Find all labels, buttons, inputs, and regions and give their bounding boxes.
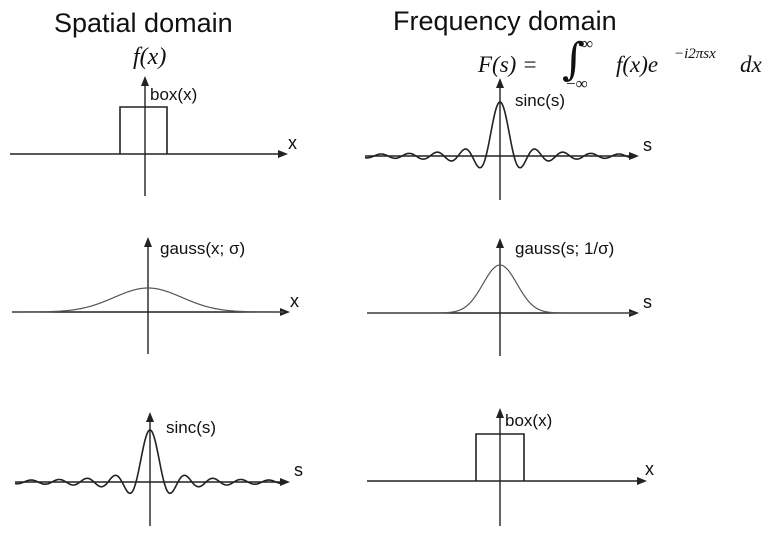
plot-label: gauss(x; σ) [160,239,245,258]
x-axis-arrow [637,477,647,485]
fourier-transform-formula: F(s) = ∫ ∞ −∞ f(x)e −i2πsx dx [478,34,768,96]
y-axis-arrow [496,78,504,88]
plot-sinc-spatial: sinc(s) s [14,412,303,526]
plot-box-spatial: box(x) x [10,76,297,196]
sinc-curve [14,429,284,495]
differential: dx [740,52,762,77]
gauss-curve [12,287,284,313]
x-axis-arrow [280,308,290,316]
box-curve [119,106,168,154]
formula-lhs: F(s) = [478,52,538,77]
plot-label: sinc(s) [515,91,565,110]
integral-upper-limit: ∞ [581,34,594,53]
plot-gauss-spatial: gauss(x; σ) x [12,237,299,354]
integrand: f(x)e [616,52,659,77]
y-axis-arrow [146,412,154,422]
sinc-curve [364,101,633,169]
spatial-domain-heading: Spatial domain [54,8,233,38]
axis-label: s [294,460,303,480]
axis-label: x [288,133,297,153]
plot-box-frequency: box(x) x [367,408,654,526]
spatial-function-formula: f(x) [133,44,167,70]
axis-label: x [645,459,654,479]
integral-sign: ∫ [562,34,585,85]
y-axis-arrow [496,238,504,248]
frequency-domain-heading: Frequency domain [393,6,617,36]
box-curve [475,433,525,481]
y-axis-arrow [144,237,152,247]
plot-label: box(x) [505,411,552,430]
x-axis-arrow [629,309,639,317]
x-axis-arrow [629,152,639,160]
y-axis-arrow [496,408,504,418]
axis-label: s [643,292,652,312]
plot-sinc-frequency: sinc(s) s [364,78,652,200]
x-axis-arrow [278,150,288,158]
exponent: −i2πsx [674,46,716,62]
axis-label: s [643,135,652,155]
plot-label: gauss(s; 1/σ) [515,239,614,258]
y-axis-arrow [141,76,149,86]
plot-label: box(x) [150,85,197,104]
plot-gauss-frequency: gauss(s; 1/σ) s [367,238,652,356]
gauss-curve [367,264,633,314]
x-axis-arrow [280,478,290,486]
integral-lower-limit: −∞ [566,74,588,93]
plot-label: sinc(s) [166,418,216,437]
axis-label: x [290,291,299,311]
